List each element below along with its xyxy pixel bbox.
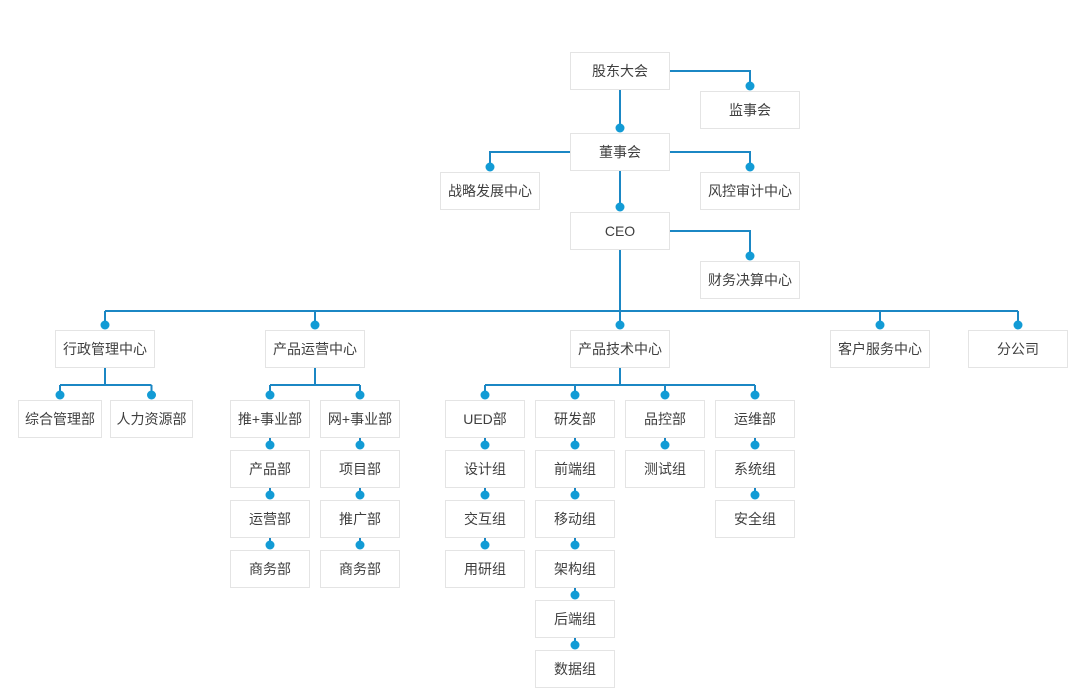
org-node-system-group[interactable]: 系统组: [715, 450, 795, 488]
connector-dot: [615, 320, 625, 330]
org-node-design-group[interactable]: 设计组: [445, 450, 525, 488]
connector-dot: [265, 440, 275, 450]
connector-line: [670, 70, 751, 86]
connector-dot: [100, 320, 110, 330]
org-node-mobile-group[interactable]: 移动组: [535, 500, 615, 538]
connector-dot: [570, 590, 580, 600]
org-node-test-group[interactable]: 测试组: [625, 450, 705, 488]
org-node-om-dept[interactable]: 运维部: [715, 400, 795, 438]
connector-dot: [480, 390, 490, 400]
org-node-strategy-center[interactable]: 战略发展中心: [440, 172, 540, 210]
connector-dot: [480, 540, 490, 550]
connector-dot: [355, 440, 365, 450]
connector-dot: [875, 320, 885, 330]
connector-dot: [265, 540, 275, 550]
connector-dot: [1013, 320, 1023, 330]
connector-dot: [355, 390, 365, 400]
connector-dot: [570, 490, 580, 500]
org-node-tui-division[interactable]: 推+事业部: [230, 400, 310, 438]
org-node-admin-center[interactable]: 行政管理中心: [55, 330, 155, 368]
connector-line: [670, 151, 751, 167]
connector-dot: [660, 440, 670, 450]
org-node-backend-group[interactable]: 后端组: [535, 600, 615, 638]
connector-dot: [570, 440, 580, 450]
connector-dot: [480, 440, 490, 450]
org-node-security-group[interactable]: 安全组: [715, 500, 795, 538]
org-node-product-ops-center[interactable]: 产品运营中心: [265, 330, 365, 368]
connector-dot: [745, 81, 755, 91]
connector-dot: [750, 440, 760, 450]
org-node-finance-center[interactable]: 财务决算中心: [700, 261, 800, 299]
connector-dot: [485, 162, 495, 172]
connector-dot: [615, 123, 625, 133]
org-node-supervisory[interactable]: 监事会: [700, 91, 800, 129]
org-node-hr-dept[interactable]: 人力资源部: [110, 400, 193, 438]
connector-dot: [745, 251, 755, 261]
connector-line: [489, 151, 570, 167]
org-node-risk-audit-center[interactable]: 风控审计中心: [700, 172, 800, 210]
connector-dot: [147, 390, 156, 400]
org-node-frontend-group[interactable]: 前端组: [535, 450, 615, 488]
org-node-rd-dept[interactable]: 研发部: [535, 400, 615, 438]
org-node-customer-center[interactable]: 客户服务中心: [830, 330, 930, 368]
connector-dot: [570, 390, 580, 400]
org-node-research-group[interactable]: 用研组: [445, 550, 525, 588]
connector-dot: [310, 320, 320, 330]
connector-dot: [750, 390, 760, 400]
connector-dot: [750, 490, 760, 500]
org-node-qc-dept[interactable]: 品控部: [625, 400, 705, 438]
org-node-project-dept[interactable]: 项目部: [320, 450, 400, 488]
connector-dot: [570, 640, 580, 650]
connector-dot: [570, 540, 580, 550]
org-node-operation-dept[interactable]: 运营部: [230, 500, 310, 538]
org-node-business-dept-2[interactable]: 商务部: [320, 550, 400, 588]
connector-dot: [745, 162, 755, 172]
org-node-general-dept[interactable]: 综合管理部: [18, 400, 102, 438]
org-node-arch-group[interactable]: 架构组: [535, 550, 615, 588]
connector-dot: [660, 390, 670, 400]
org-node-ceo[interactable]: CEO: [570, 212, 670, 250]
org-node-product-tech-center[interactable]: 产品技术中心: [570, 330, 670, 368]
org-node-interaction-group[interactable]: 交互组: [445, 500, 525, 538]
org-node-product-dept[interactable]: 产品部: [230, 450, 310, 488]
org-node-promotion-dept[interactable]: 推广部: [320, 500, 400, 538]
org-node-ued-dept[interactable]: UED部: [445, 400, 525, 438]
connector-dot: [265, 390, 275, 400]
connector-dot: [265, 490, 275, 500]
org-node-branch[interactable]: 分公司: [968, 330, 1068, 368]
connector-dot: [480, 490, 490, 500]
org-node-data-group[interactable]: 数据组: [535, 650, 615, 688]
connector-dot: [615, 202, 625, 212]
org-node-shareholders[interactable]: 股东大会: [570, 52, 670, 90]
org-node-wang-division[interactable]: 网+事业部: [320, 400, 400, 438]
connector-dot: [355, 490, 365, 500]
org-node-board[interactable]: 董事会: [570, 133, 670, 171]
connector-dot: [55, 390, 65, 400]
connector-line: [670, 230, 751, 256]
connector-dot: [355, 540, 365, 550]
org-node-business-dept-1[interactable]: 商务部: [230, 550, 310, 588]
